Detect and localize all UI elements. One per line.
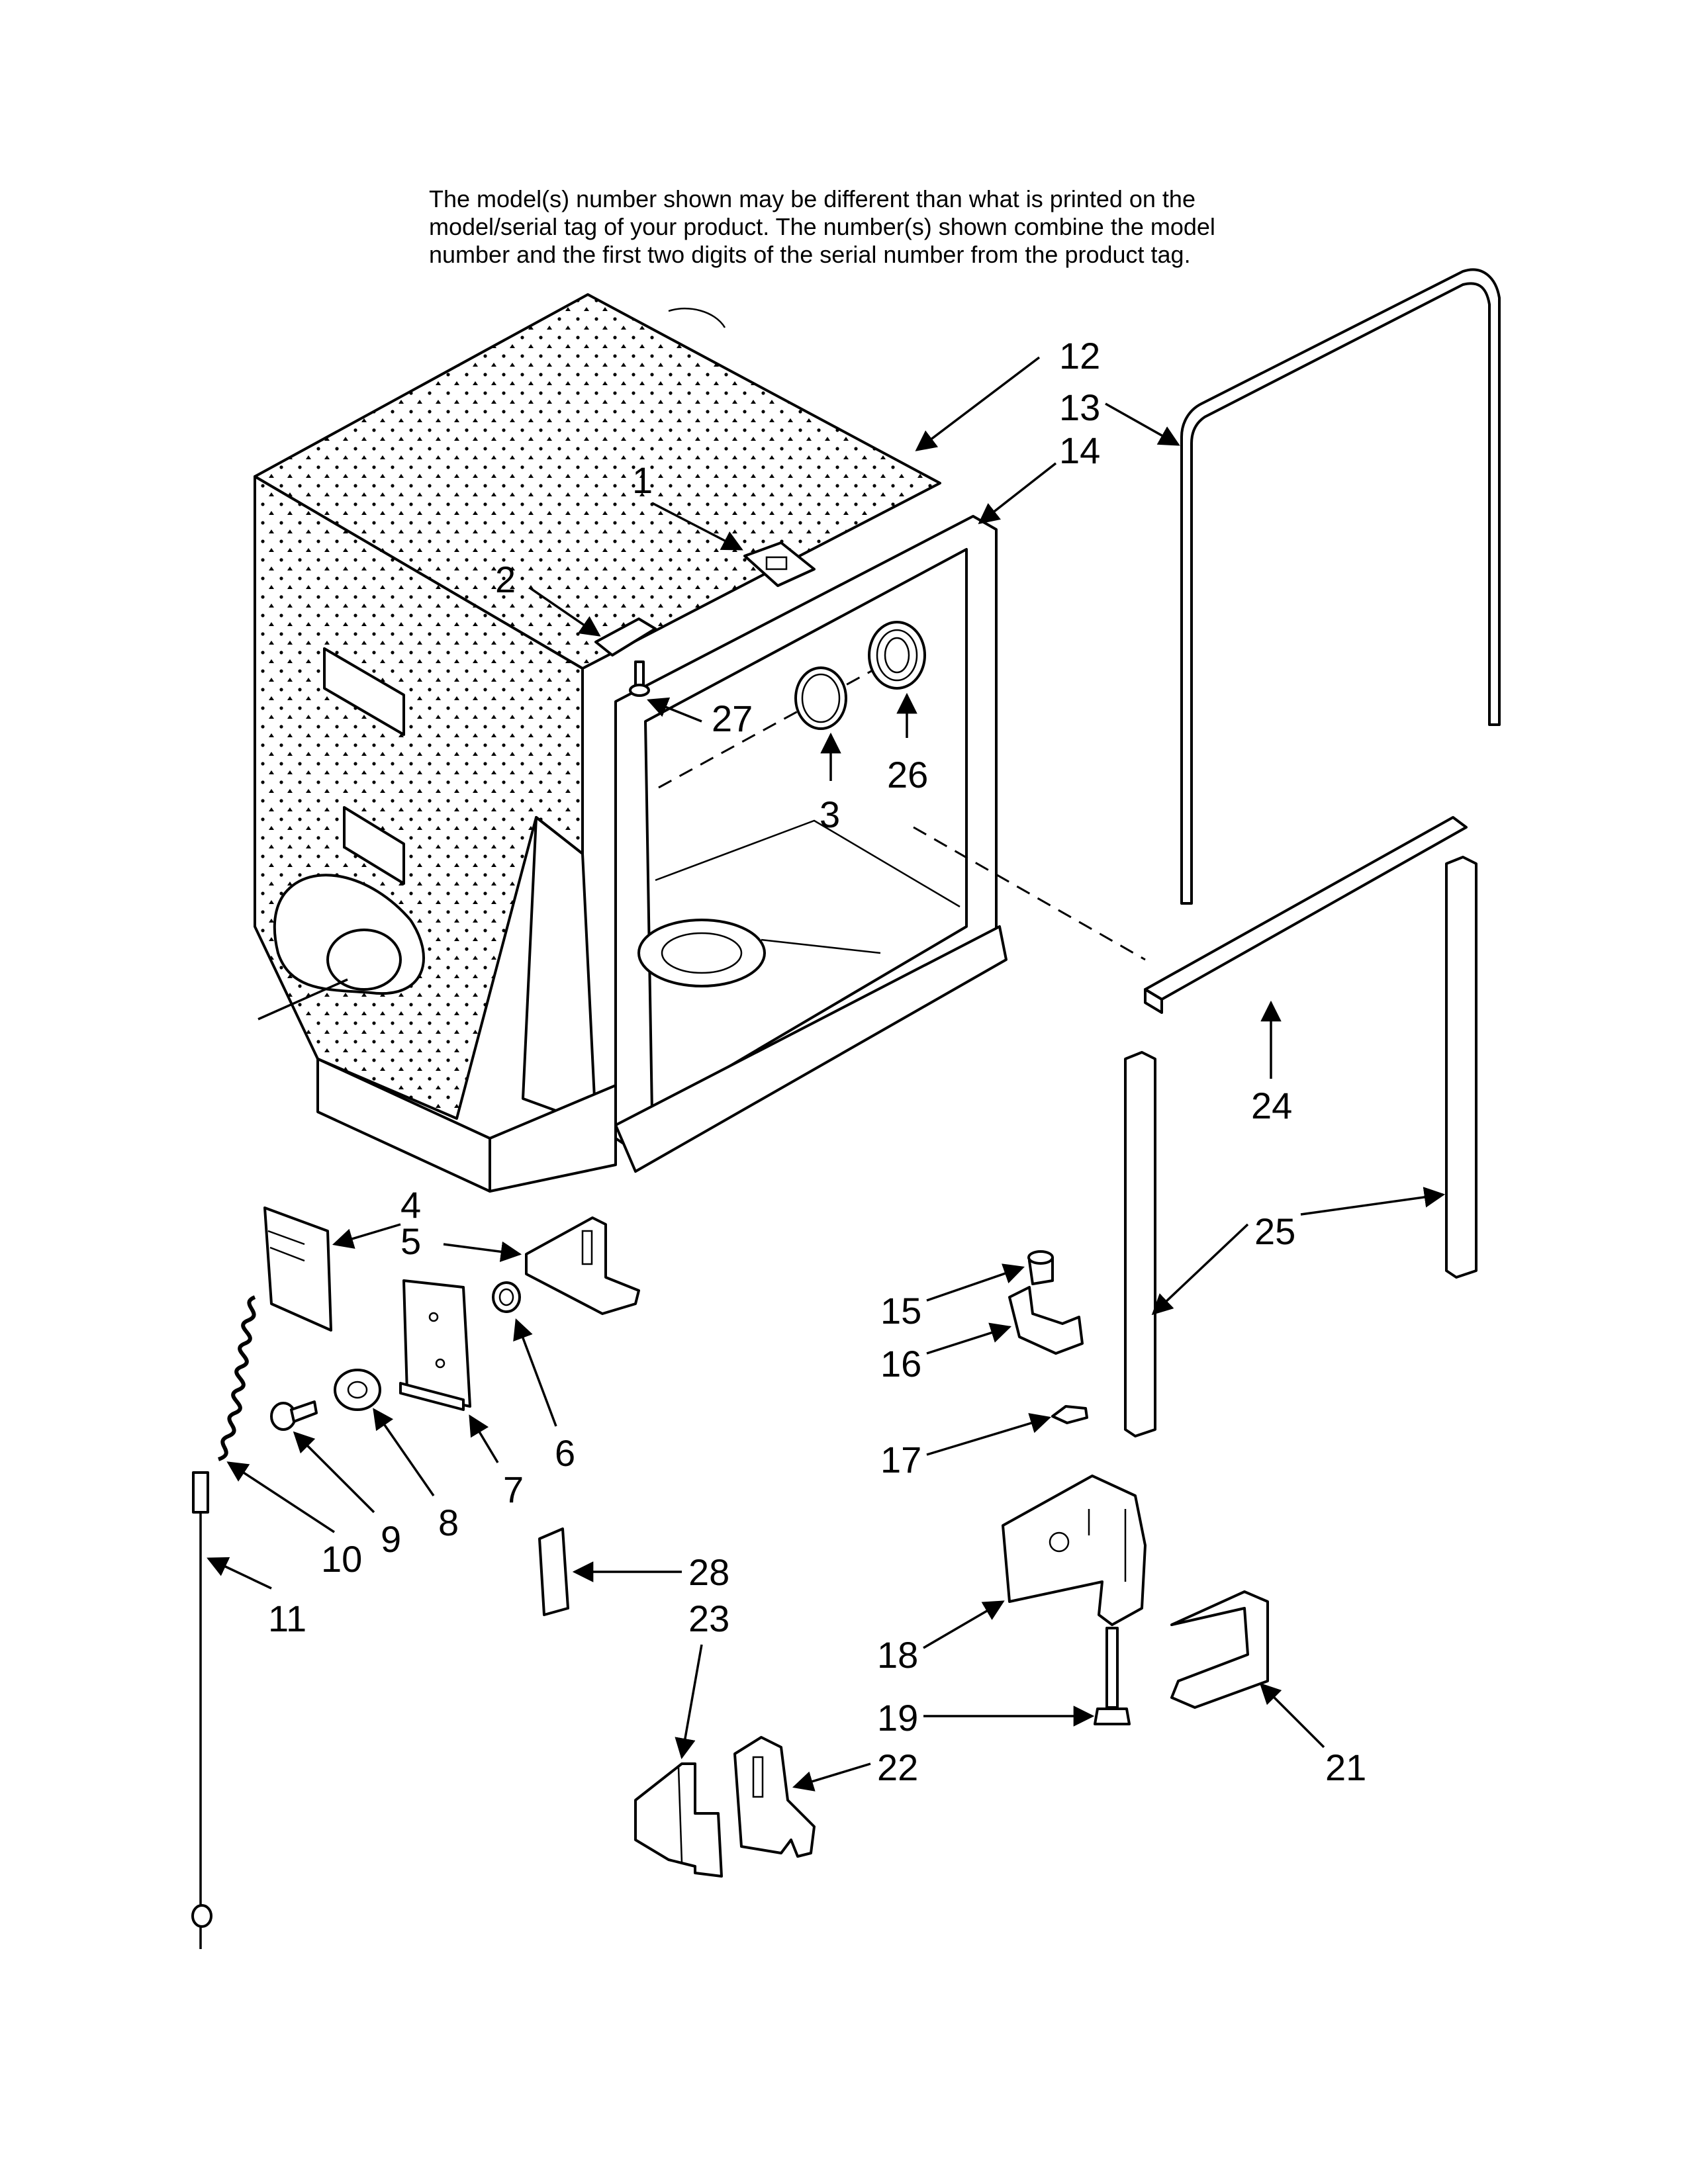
callout-28: 28	[688, 1551, 729, 1593]
part-8-pulley	[334, 1369, 381, 1411]
part-17-screw	[1051, 1405, 1088, 1424]
part-10-spring	[217, 1295, 256, 1461]
callout-18: 18	[877, 1634, 918, 1676]
callout-2: 2	[495, 559, 516, 600]
part-23-side-panel	[634, 1762, 723, 1878]
notice-line-2: model/serial tag of your product. The nu…	[429, 213, 1215, 240]
part-18-leveling-bracket	[1002, 1475, 1147, 1626]
part-3-ring	[794, 666, 847, 730]
part-27-screw	[629, 660, 650, 697]
part-28-clip	[538, 1527, 569, 1616]
callout-24: 24	[1251, 1085, 1292, 1126]
callout-15: 15	[880, 1290, 921, 1332]
callout-7: 7	[503, 1469, 524, 1510]
part-15-plug	[1027, 1250, 1054, 1285]
callout-5: 5	[400, 1220, 421, 1262]
callout-6: 6	[555, 1432, 575, 1474]
leader-lines	[207, 356, 1446, 1792]
callout-16: 16	[880, 1343, 921, 1385]
part-16-bracket	[1008, 1286, 1084, 1355]
callout-23: 23	[688, 1598, 729, 1639]
part-19-leveling-leg	[1094, 1627, 1131, 1725]
part-24-top-trim	[1144, 816, 1468, 1014]
callout-13: 13	[1059, 387, 1100, 428]
callout-10: 10	[321, 1538, 362, 1580]
part-25-right-side-trim	[1445, 856, 1477, 1279]
part-9-shoulder-bolt	[270, 1400, 318, 1431]
callout-9: 9	[381, 1518, 401, 1560]
callout-4: 4	[400, 1184, 421, 1226]
callout-12: 12	[1059, 335, 1100, 377]
model-number-notice: The model(s) number shown may be differe…	[429, 185, 1356, 269]
callout-3: 3	[820, 794, 840, 835]
callout-11: 11	[268, 1598, 306, 1639]
callout-19: 19	[877, 1697, 918, 1739]
part-25-left-side-trim	[1124, 1051, 1156, 1437]
dishwasher-tub-assembly	[254, 293, 1146, 1193]
part-11-door-cable	[191, 1471, 212, 1949]
callout-14: 14	[1059, 430, 1100, 471]
callout-labels: 1 2 3 4 5 6 7 8 9 10 11 12 13 14 15 16 1…	[268, 335, 1366, 1788]
part-1-latch-clip	[743, 541, 816, 587]
notice-line-1: The model(s) number shown may be differe…	[429, 185, 1196, 212]
part-22-hinge-arm	[733, 1736, 816, 1858]
callout-17: 17	[880, 1439, 921, 1480]
notice-line-3: number and the first two digits of the s…	[429, 241, 1191, 268]
part-26-vent	[868, 621, 926, 690]
callout-25: 25	[1254, 1210, 1295, 1252]
callout-26: 26	[887, 754, 928, 796]
part-21-cover	[1170, 1590, 1269, 1709]
part-2-bracket	[594, 617, 657, 657]
callout-27: 27	[712, 698, 753, 739]
part-5-hinge-bracket	[525, 1216, 640, 1315]
part-7-mounting-plate	[399, 1279, 471, 1411]
part-6-bushing	[492, 1281, 521, 1313]
callout-1: 1	[632, 459, 653, 501]
part-4-spring-bracket	[263, 1206, 332, 1332]
callout-22: 22	[877, 1747, 918, 1788]
callout-8: 8	[438, 1502, 459, 1543]
callout-21: 21	[1325, 1747, 1366, 1788]
part-13-door-gasket	[1180, 268, 1501, 905]
